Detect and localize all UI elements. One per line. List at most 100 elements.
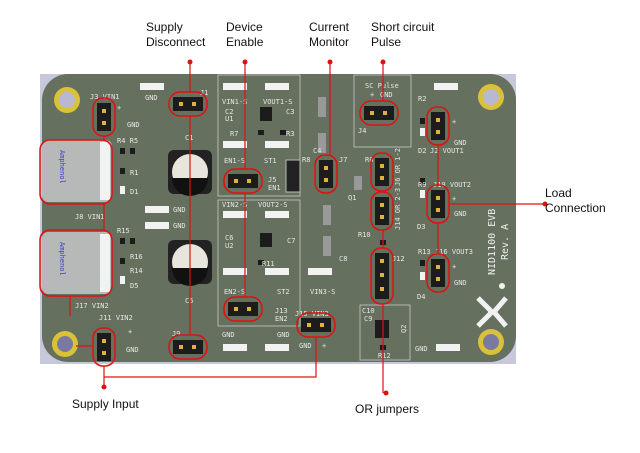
silk-c6: C6: [225, 234, 233, 242]
silk-c10: C10: [362, 307, 375, 315]
silk-en1s: EN1-S: [224, 157, 245, 165]
silk-r15: R15: [117, 227, 130, 235]
silk-j17: J17 VIN2: [75, 302, 109, 310]
silk-plus: +: [452, 263, 456, 271]
callout-lines: [69, 62, 545, 393]
silk-en1: EN1: [268, 184, 281, 192]
silk-u1: U1: [225, 115, 233, 123]
silk-c8: C8: [339, 255, 347, 263]
silk-c4: C4: [313, 147, 321, 155]
silk-j8: J8 VIN1: [75, 213, 105, 221]
silk-j3: J3 VIN1: [90, 93, 120, 101]
jumper-j6[interactable]: [375, 158, 389, 186]
jumper-j4[interactable]: [364, 106, 394, 120]
silk-j4: J4: [358, 127, 366, 135]
q2-outline: [359, 304, 411, 361]
jumper-j7[interactable]: [319, 160, 333, 188]
silk-j5: J5: [268, 176, 276, 184]
silk-j15: J15 VIN3: [295, 310, 329, 318]
silk-j6: J6 OR 1-2: [394, 148, 402, 186]
board-name: NID1100 EVB: [487, 209, 498, 275]
silk-j13: J13: [275, 307, 288, 315]
silk-plus: +: [452, 195, 456, 203]
silk-gnd: GND: [454, 139, 467, 147]
jumper-j5[interactable]: [228, 174, 258, 188]
silk-gnd: GND: [277, 331, 290, 339]
amphenol-label: Amphenol: [58, 150, 66, 184]
led-components: [120, 128, 425, 284]
usb-c-connector-1: Amphenol: [42, 140, 112, 202]
jumper-j3[interactable]: [97, 103, 111, 131]
resistor-r8: [285, 159, 301, 193]
silk-vout2s: VOUT2-S: [258, 201, 288, 209]
channel2-outline: [217, 199, 301, 327]
jumper-j2[interactable]: [431, 112, 445, 140]
silk-plus: +: [117, 104, 121, 112]
silk-gnd: GND: [415, 345, 428, 353]
silk-plus: +: [322, 342, 326, 350]
silk-gnd: GND: [222, 331, 235, 339]
capacitor-c4-pad: [318, 133, 326, 153]
jumper-j13[interactable]: [228, 302, 258, 316]
silk-j1: J1: [200, 89, 208, 97]
silk-vout1s: VOUT1-S: [263, 98, 293, 106]
jumper-j1[interactable]: [173, 97, 203, 111]
ic-u1: [260, 107, 272, 121]
silk-j14: J14 OR 2-3: [394, 188, 402, 230]
silk-c1: C1: [185, 134, 193, 142]
silk-j10: J10 VOUT2: [433, 181, 471, 189]
silk-r9: R9: [418, 181, 426, 189]
silk-plus: +: [128, 328, 132, 336]
board-revision: Rev. A: [500, 224, 511, 260]
silk-r7: R7: [230, 130, 238, 138]
mount-hole-bl: [52, 331, 78, 357]
silk-d1: D1: [130, 188, 138, 196]
silk-q1: Q1: [348, 194, 356, 202]
jumper-j9[interactable]: [173, 340, 203, 354]
silk-en2s: EN2-S: [224, 288, 245, 296]
jumper-j14[interactable]: [375, 197, 389, 225]
silk-vin1s: VIN1-S: [222, 98, 247, 106]
mount-hole-tr: [478, 84, 504, 110]
callout-or-jumpers: OR jumpers: [355, 402, 420, 416]
silk-gnd: GND: [380, 91, 393, 99]
jumper-j10[interactable]: [431, 190, 445, 218]
silk-gnd: GND: [126, 346, 139, 354]
callout-supply-input: Supply Input: [72, 397, 139, 411]
mount-hole-br: [478, 329, 504, 355]
silk-r4r5: R4 R5: [117, 137, 138, 145]
jumper-j16[interactable]: [431, 259, 445, 287]
jumper-j11[interactable]: [97, 333, 111, 361]
silk-gnd: GND: [299, 342, 312, 350]
silk-r13: R13: [418, 248, 431, 256]
silk-c3: C3: [286, 108, 294, 116]
silk-d5: D5: [130, 282, 138, 290]
silk-gnd: GND: [173, 206, 186, 214]
jumper-j12[interactable]: [375, 253, 389, 299]
silk-r1: R1: [130, 169, 138, 177]
silk-gnd: GND: [145, 94, 158, 102]
callout-supply-disconnect: Supply Disconnect: [146, 20, 206, 49]
silk-d4: D4: [417, 293, 425, 301]
silk-gnd: GND: [454, 210, 467, 218]
callout-load-connection: Load Connection: [545, 186, 606, 215]
silk-r12: R12: [378, 352, 391, 360]
channel1-outline: [217, 74, 301, 197]
capacitor-c8-pad: [323, 205, 331, 225]
silk-j7: J7: [339, 156, 347, 164]
silk-u2: U2: [225, 242, 233, 250]
silk-r10: R10: [358, 231, 371, 239]
silk-r2: R2: [418, 95, 426, 103]
silk-c7: C7: [287, 237, 295, 245]
logo-icon: [476, 283, 508, 328]
transistor-q1: [354, 176, 362, 190]
silk-c5: C5: [185, 297, 193, 305]
callout-short-circuit-pulse: Short circuit Pulse: [371, 20, 435, 49]
jumper-j15[interactable]: [301, 318, 331, 332]
silk-en2: EN2: [275, 315, 288, 323]
silk-vin2s: VIN2-S: [222, 201, 247, 209]
silk-plus: +: [452, 118, 456, 126]
silk-gnd: GND: [173, 222, 186, 230]
test-pads: [140, 83, 460, 351]
